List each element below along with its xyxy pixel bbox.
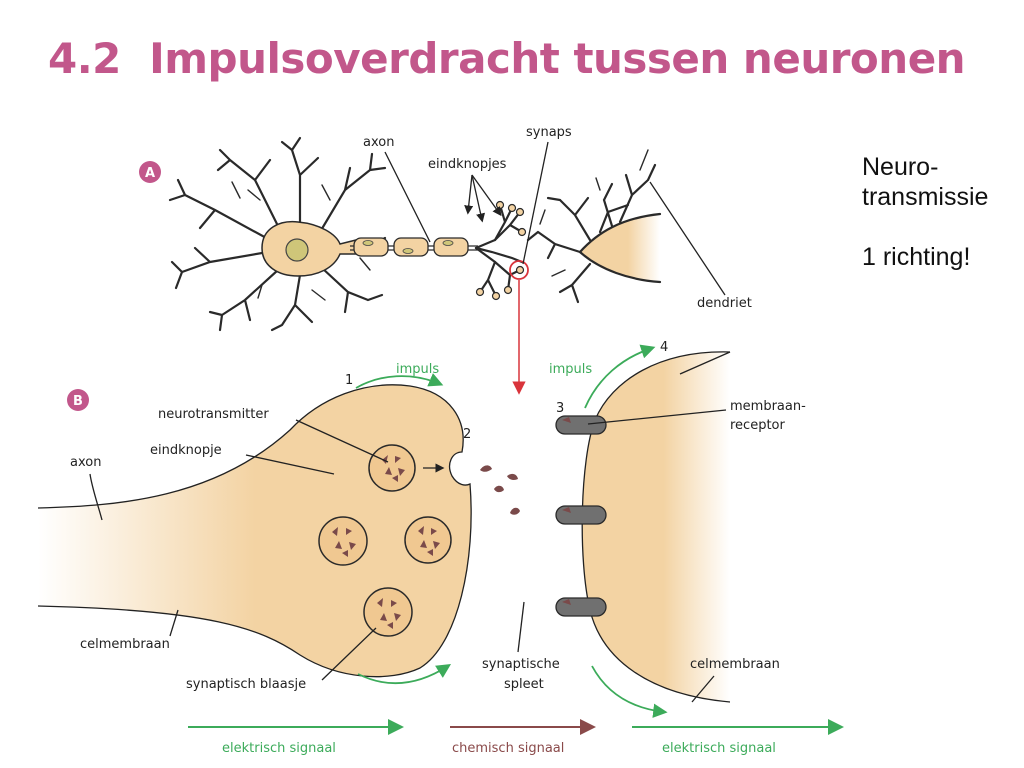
step-1: 1: [345, 373, 353, 388]
label-axon-b: axon: [70, 455, 101, 470]
label-eindknopjes: eindknopjes: [428, 157, 507, 172]
step-3: 3: [556, 401, 564, 416]
receptor-2: [555, 505, 607, 525]
panel-b: B: [37, 340, 844, 756]
panel-a: A: [139, 125, 752, 395]
vesicle-1: [368, 444, 416, 492]
synapse-marker: [509, 260, 529, 280]
step-4: 4: [660, 340, 668, 355]
panel-a-badge-letter: A: [145, 166, 155, 181]
postsynaptic-membrane: [582, 351, 730, 702]
vesicle-4: [363, 587, 413, 637]
impulse-arc-right: [584, 344, 656, 409]
impulse-arc-left: [355, 373, 444, 389]
vesicle-3: [404, 516, 452, 564]
label-celmembraan-right: celmembraan: [690, 657, 780, 672]
label-synaptische-spleet-2: spleet: [504, 677, 544, 692]
slide-title: 4.2 Impulsoverdracht tussen neuronen: [48, 34, 966, 83]
label-synaps: synaps: [526, 125, 572, 140]
label-membraan-receptor-1: membraan-: [730, 399, 806, 414]
label-axon-a: axon: [363, 135, 394, 150]
signal-label-elektrisch-right: elektrisch signaal: [662, 741, 776, 756]
label-impuls-left: impuls: [396, 362, 439, 377]
note-line-2: transmissie: [862, 183, 989, 211]
label-neurotransmitter: neurotransmitter: [158, 407, 269, 422]
neuron-a-nucleus: [285, 238, 309, 262]
vesicle-2: [318, 516, 368, 566]
label-impuls-right: impuls: [549, 362, 592, 377]
signal-label-elektrisch-left: elektrisch signaal: [222, 741, 336, 756]
impulse-arc-bottom-right: [591, 665, 668, 718]
note-line-3: 1 richting!: [862, 243, 971, 271]
title-number: 4.2: [48, 34, 121, 83]
panel-b-badge: [67, 389, 89, 411]
title-text: Impulsoverdracht tussen neuronen: [149, 34, 966, 83]
panel-b-badge-letter: B: [73, 394, 83, 409]
note-line-1: Neuro-: [862, 153, 939, 181]
impulse-arc-bottom-left: [357, 664, 452, 685]
presynaptic-terminal: [38, 384, 472, 677]
released-transmitters: [480, 465, 520, 515]
receptor-3: [555, 597, 607, 617]
label-eindknopje: eindknopje: [150, 443, 222, 458]
step-2: 2: [463, 427, 471, 442]
label-synaptische-spleet-1: synaptische: [482, 657, 560, 672]
signal-label-chemisch: chemisch signaal: [452, 741, 564, 756]
receptor-1: [555, 415, 607, 435]
neuron-a2: [526, 149, 662, 304]
neuron-a-soma: [261, 220, 357, 277]
panel-a-badge: [139, 161, 161, 183]
side-notes: Neuro- transmissie 1 richting!: [862, 152, 1022, 272]
neuron-a-terminals: [474, 200, 527, 301]
label-dendriet: dendriet: [697, 296, 752, 311]
label-celmembraan-left: celmembraan: [80, 637, 170, 652]
neuron-a-axon: [350, 237, 478, 257]
label-synaptisch-blaasje: synaptisch blaasje: [186, 677, 306, 692]
label-membraan-receptor-2: receptor: [730, 418, 786, 433]
